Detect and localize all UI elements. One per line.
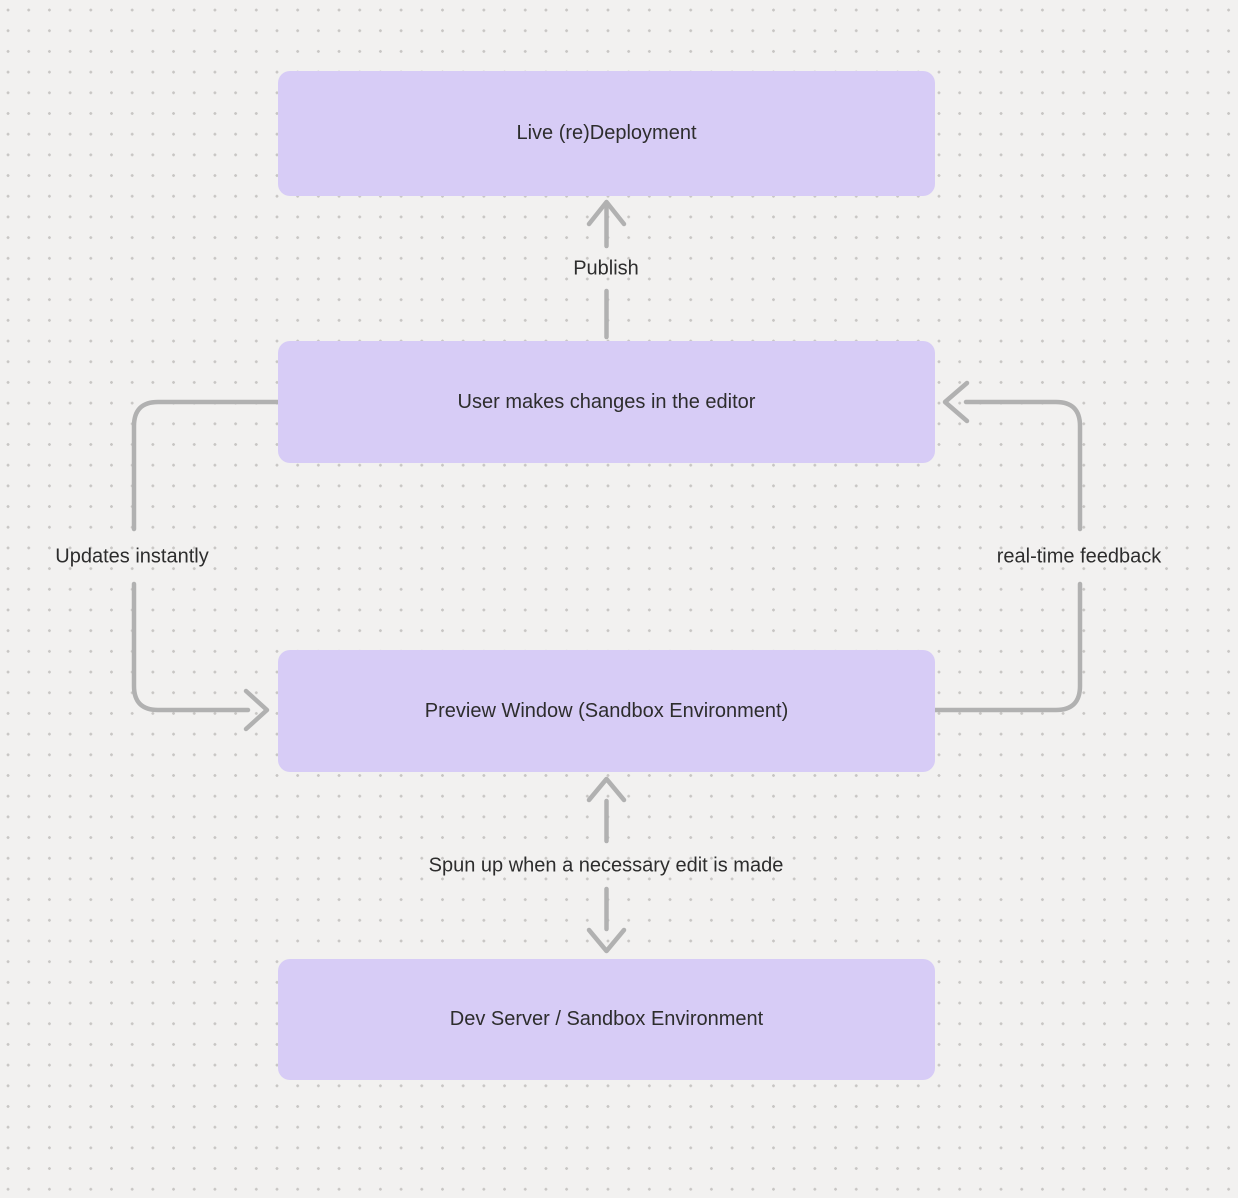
arrowhead-down-icon — [586, 927, 627, 954]
node-user-editor-label: User makes changes in the editor — [457, 390, 756, 413]
edge-label-publish: Publish — [573, 257, 639, 280]
node-preview-window[interactable]: Preview Window (Sandbox Environment) — [278, 650, 935, 772]
edge-updates-instantly-arrow — [131, 399, 281, 732]
arrowhead-left-icon — [942, 380, 970, 424]
node-live-deployment[interactable]: Live (re)Deployment — [278, 71, 935, 196]
edge-spun-up-arrow — [586, 776, 627, 954]
edge-label-real-time-feedback: real-time feedback — [996, 545, 1162, 568]
node-preview-window-label: Preview Window (Sandbox Environment) — [424, 699, 789, 722]
arrowhead-up-icon — [586, 776, 627, 803]
node-dev-server[interactable]: Dev Server / Sandbox Environment — [278, 959, 935, 1080]
edge-publish-arrow — [586, 199, 627, 340]
edge-label-spun-up: Spun up when a necessary edit is made — [428, 854, 784, 877]
edge-label-updates-instantly: Updates instantly — [55, 545, 209, 568]
node-dev-server-label: Dev Server / Sandbox Environment — [449, 1008, 764, 1030]
edge-real-time-feedback-arrow — [932, 380, 1083, 713]
arrowhead-right-icon — [243, 688, 270, 732]
node-live-deployment-label: Live (re)Deployment — [516, 122, 697, 144]
arrowhead-up-icon — [586, 199, 627, 227]
node-user-editor[interactable]: User makes changes in the editor — [278, 341, 935, 463]
